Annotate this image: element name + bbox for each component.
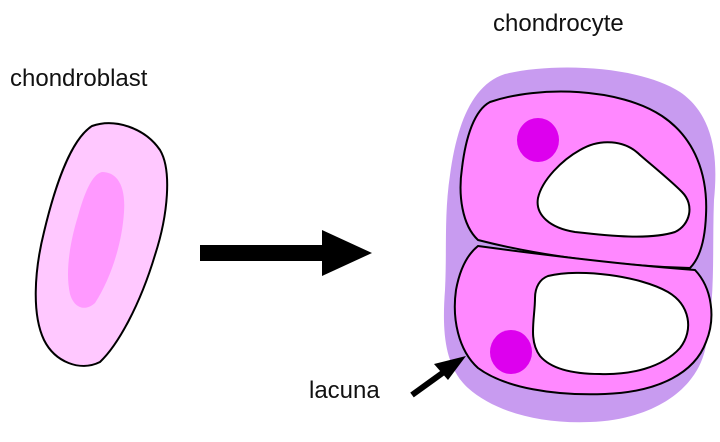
lacuna-label: lacuna — [309, 379, 380, 403]
right-arrow-icon — [200, 230, 372, 276]
chondroblast-cell — [36, 123, 167, 366]
chondrocyte-label: chondrocyte — [493, 12, 624, 36]
chondroblast-label: chondroblast — [10, 67, 147, 91]
lower-nucleus — [490, 330, 532, 374]
chondrocyte-group — [444, 68, 715, 423]
upper-nucleus — [517, 118, 559, 162]
